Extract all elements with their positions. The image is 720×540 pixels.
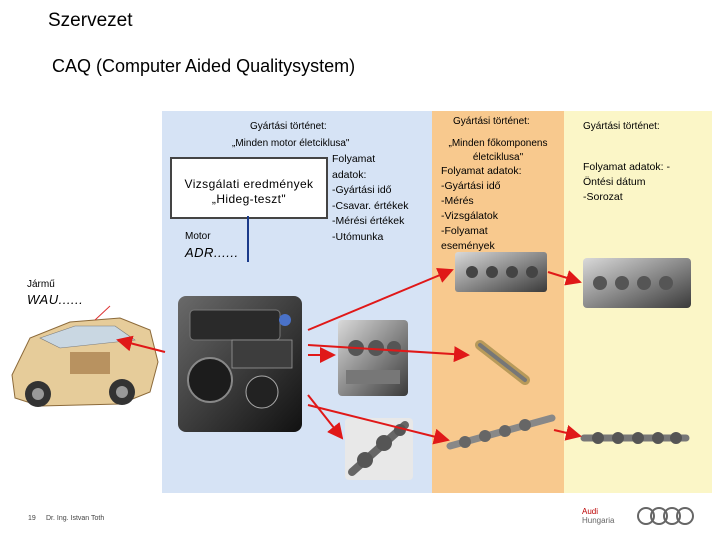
component-history-header: Gyártási történet: xyxy=(453,116,530,127)
component-process-line: Folyamat adatok: xyxy=(441,165,522,177)
casting-head-image xyxy=(583,258,691,308)
arrow-to-cylinder-head xyxy=(307,268,454,331)
camshaft-image xyxy=(446,414,556,450)
engine-block-image xyxy=(338,320,408,396)
engine-process-line: adatok: xyxy=(332,168,367,181)
engine-process-line: Folyamat xyxy=(332,153,376,165)
arrow-to-car xyxy=(116,335,166,353)
engine-label: Motor xyxy=(185,231,211,242)
component-process-line: -Folyamat xyxy=(441,225,488,237)
arrow-to-casting-head xyxy=(547,270,582,286)
engine-process-line: -Gyártási idő xyxy=(332,184,392,196)
brand-text: Audi Hungaria xyxy=(582,507,614,525)
flow-arrows xyxy=(116,268,582,445)
page-number: 19 xyxy=(28,515,36,522)
cylinder-head-image xyxy=(455,252,547,292)
casting-history-header: Gyártási történet: xyxy=(583,121,660,132)
cold-test-label: „Hideg-teszt" xyxy=(211,192,287,206)
engine-history-header: Gyártási történet: xyxy=(250,121,327,132)
component-process-line: események xyxy=(441,240,495,252)
engine-process-data: Folyamat adatok: -Gyártási idő -Csavar. … xyxy=(332,152,408,245)
engine-code: ADR...... xyxy=(185,245,239,260)
arrow-to-injector xyxy=(307,344,470,363)
car-cutaway-image xyxy=(11,305,159,407)
engine-lifecycle-label: „Minden motor életciklusa" xyxy=(232,138,350,149)
component-process-line: -Mérés xyxy=(441,195,474,207)
vehicle-code: WAU...... xyxy=(27,292,84,307)
component-lifecycle-label: „Minden főkomponens életciklusa" xyxy=(432,137,564,165)
crankshaft-image xyxy=(345,418,413,480)
engine-process-line: -Mérési értékek xyxy=(332,215,405,227)
vehicle-label: Jármű xyxy=(27,279,55,290)
slide-subtitle: CAQ (Computer Aided Qualitysystem) xyxy=(52,56,356,76)
audi-rings-logo xyxy=(637,507,694,525)
brand-line: Audi xyxy=(582,507,599,516)
arrow-to-camshaft xyxy=(307,404,450,445)
arrow-to-casting-camshaft xyxy=(553,425,582,441)
engine-process-line: -Utómunka xyxy=(332,230,384,243)
arrow-to-crankshaft xyxy=(307,394,344,440)
test-results-title: Vizsgálati eredmények xyxy=(184,177,314,191)
casting-process-line: Folyamat adatok: - xyxy=(583,161,670,173)
component-process-line: -Vizsgálatok xyxy=(441,210,499,222)
brand-line: Hungaria xyxy=(582,516,615,525)
component-process-data: Folyamat adatok: -Gyártási idő -Mérés -V… xyxy=(441,164,522,254)
injector-image xyxy=(470,330,534,390)
engine-process-line: -Csavar. értékek xyxy=(332,199,409,212)
casting-camshaft-image xyxy=(580,432,690,444)
casting-process-line: -Sorozat xyxy=(583,191,623,203)
slide-title: Szervezet xyxy=(48,10,133,31)
engine-image xyxy=(178,296,302,432)
casting-process-data: Folyamat adatok: - Öntési dátum -Sorozat xyxy=(583,160,670,205)
casting-process-line: Öntési dátum xyxy=(583,176,646,188)
component-lifecycle-line: „Minden főkomponens xyxy=(448,138,548,149)
component-lifecycle-line: életciklusa" xyxy=(472,152,524,163)
author-credit: Dr. Ing. Istvan Toth xyxy=(46,515,105,522)
component-process-line: -Gyártási idő xyxy=(441,180,501,192)
test-results-box: Vizsgálati eredmények „Hideg-teszt" xyxy=(170,157,328,219)
